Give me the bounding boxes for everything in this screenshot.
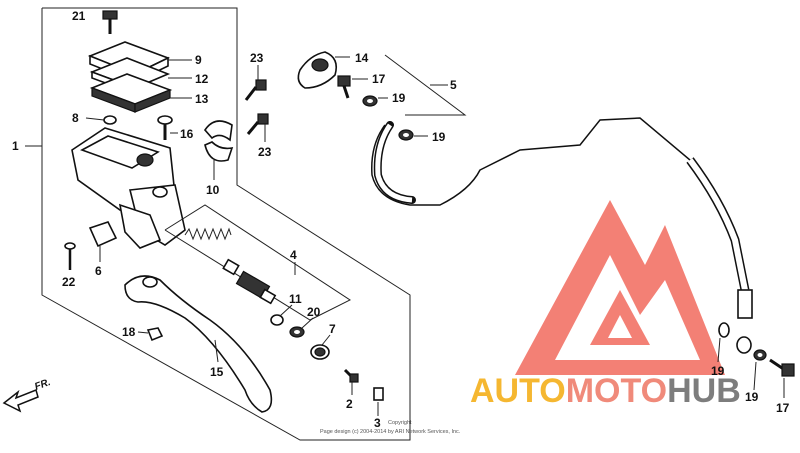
callout-11: 11 bbox=[289, 292, 302, 306]
callout-23-upper: 23 bbox=[250, 51, 264, 65]
callout-8: 8 bbox=[72, 111, 79, 125]
callout-19-b: 19 bbox=[432, 130, 446, 144]
piston-assembly bbox=[235, 270, 277, 305]
bolt-23-lower bbox=[246, 113, 269, 135]
callout-3: 3 bbox=[374, 416, 381, 430]
watermark-text: AUTOMOTOHUB bbox=[470, 372, 741, 410]
leader-11 bbox=[279, 304, 293, 317]
callout-14: 14 bbox=[355, 51, 369, 65]
front-direction-arrow: FR. bbox=[2, 377, 52, 413]
leader-20 bbox=[301, 317, 314, 329]
oil-bolt-17-lower bbox=[769, 358, 795, 377]
copyright-line-1: Copyright bbox=[388, 420, 412, 426]
copyright-line-2: Page design (c) 2004-2014 by ARI Network… bbox=[320, 429, 461, 435]
seal-11 bbox=[270, 314, 284, 326]
assembly-frame bbox=[41, 7, 411, 441]
callout-7: 7 bbox=[329, 322, 336, 336]
screw-16 bbox=[157, 115, 173, 140]
callout-17-lower: 17 bbox=[776, 401, 790, 415]
leader-7 bbox=[321, 334, 331, 346]
clutch-hose-5 bbox=[371, 117, 753, 319]
banjo-fitting bbox=[736, 336, 752, 354]
oil-bolt-17-upper bbox=[337, 75, 351, 99]
leader-19d bbox=[753, 361, 757, 391]
callout-22: 22 bbox=[62, 275, 76, 289]
callout-23-lower: 23 bbox=[258, 145, 272, 159]
callout-6: 6 bbox=[95, 264, 102, 278]
pivot-bolt-2 bbox=[343, 368, 359, 383]
callout-16: 16 bbox=[180, 127, 194, 141]
callout-20: 20 bbox=[307, 305, 321, 319]
callout-12: 12 bbox=[195, 72, 209, 86]
callout-18: 18 bbox=[122, 325, 136, 339]
callout-17-upper: 17 bbox=[372, 72, 386, 86]
spring-seat bbox=[222, 258, 240, 276]
callout-2: 2 bbox=[346, 397, 353, 411]
switch-6 bbox=[88, 221, 118, 262]
master-cylinder-body bbox=[71, 127, 186, 249]
callout-13: 13 bbox=[195, 92, 209, 106]
callout-5: 5 bbox=[450, 78, 457, 92]
direction-label: FR. bbox=[33, 377, 52, 393]
callout-4: 4 bbox=[290, 248, 297, 262]
callout-1: 1 bbox=[12, 139, 19, 153]
watermark-logo bbox=[515, 200, 725, 375]
leader-18 bbox=[137, 331, 149, 334]
nut-18 bbox=[146, 327, 164, 342]
bolt-23-upper bbox=[244, 79, 267, 101]
callout-21: 21 bbox=[72, 9, 86, 23]
washer-8 bbox=[103, 115, 117, 125]
piston-kit-frame bbox=[164, 204, 352, 321]
boot-14 bbox=[297, 51, 338, 89]
callout-19-c: 19 bbox=[711, 364, 725, 378]
callout-19-a: 19 bbox=[392, 91, 406, 105]
spring bbox=[184, 227, 232, 241]
watermark-auto: AUTO bbox=[470, 372, 566, 410]
callout-10: 10 bbox=[206, 183, 220, 197]
lever-15 bbox=[124, 275, 273, 413]
leader-5-frame bbox=[384, 54, 467, 116]
washer-19-c bbox=[718, 322, 730, 338]
watermark-moto: MOTO bbox=[566, 372, 667, 410]
leader-19c bbox=[717, 337, 721, 363]
callout-15: 15 bbox=[210, 365, 224, 379]
holder-10 bbox=[203, 120, 234, 162]
screw-22 bbox=[64, 242, 76, 270]
watermark-hub: HUB bbox=[667, 372, 741, 410]
boot-7 bbox=[310, 344, 330, 360]
callout-19-d: 19 bbox=[745, 390, 759, 404]
bolt-21 bbox=[102, 10, 118, 34]
leader-8 bbox=[85, 117, 105, 121]
leader-15 bbox=[214, 339, 219, 363]
nut-3 bbox=[373, 387, 384, 401]
callout-9: 9 bbox=[195, 53, 202, 67]
